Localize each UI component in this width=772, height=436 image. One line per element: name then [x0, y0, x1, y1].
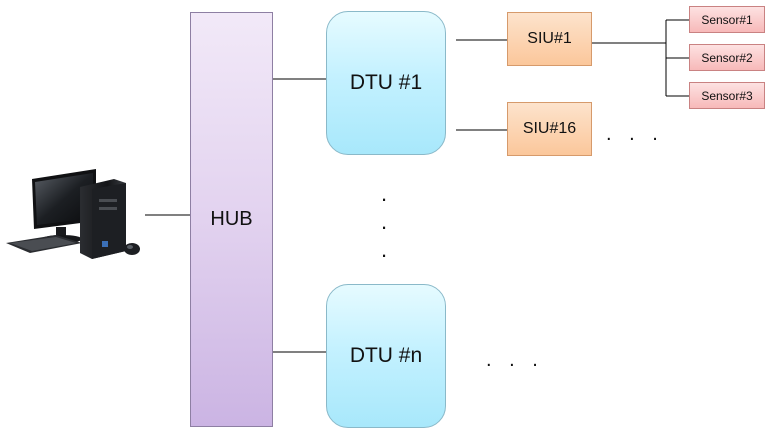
vertical-ellipsis: . . .	[374, 180, 394, 264]
siu-box-16: SIU#16	[507, 102, 592, 156]
siu-box-1: SIU#1	[507, 12, 592, 66]
dtu-box-1: DTU #1	[326, 11, 446, 155]
sensor-box-2: Sensor#2	[689, 44, 765, 71]
desktop-computer-icon	[6, 169, 140, 259]
sensor-box-1: Sensor#1	[689, 6, 765, 33]
sensor-label: Sensor#1	[701, 12, 753, 27]
dtu-label: DTU #1	[349, 71, 423, 94]
ellipsis-dot: .	[380, 181, 388, 206]
sensor-label: Sensor#2	[701, 50, 753, 65]
ellipsis-after-dtun: . . .	[486, 349, 544, 371]
sensor-label: Sensor#3	[701, 88, 753, 103]
sensor-box-3: Sensor#3	[689, 82, 765, 109]
hub-label: HUB	[210, 208, 253, 230]
dtu-box-n: DTU #n	[326, 284, 446, 428]
ellipsis-dot: .	[380, 237, 388, 262]
hub-box: HUB	[190, 12, 273, 427]
ellipsis-dot: .	[380, 209, 388, 234]
ellipsis-after-siu16: . . .	[606, 123, 664, 145]
siu-label: SIU#16	[522, 120, 577, 137]
siu-label: SIU#1	[527, 30, 572, 47]
dtu-label: DTU #n	[349, 344, 423, 367]
